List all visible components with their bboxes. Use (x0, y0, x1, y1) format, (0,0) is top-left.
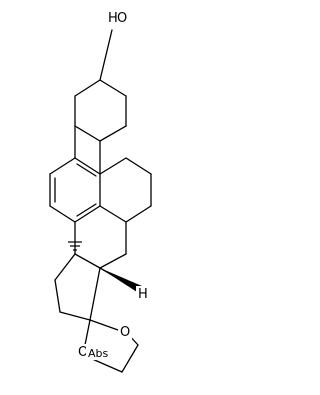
bond (74, 79, 101, 97)
label-background (86, 346, 112, 360)
dashed-wedge (68, 241, 82, 251)
bond (99, 157, 127, 175)
bond (99, 205, 127, 223)
ring-oxygen-left-label: O (78, 345, 88, 360)
bond (125, 205, 152, 223)
bond (54, 253, 76, 281)
methyl-label: H (138, 287, 148, 302)
hydroxyl-o-label: O (117, 11, 127, 26)
bond (99, 125, 127, 142)
bond (74, 125, 101, 142)
wedge-bond (100, 268, 142, 294)
bond (89, 357, 123, 373)
bond (54, 279, 61, 313)
bond (99, 79, 127, 97)
bond (76, 203, 97, 217)
bond (49, 205, 76, 223)
bond (99, 253, 127, 269)
bond (74, 157, 101, 175)
hydroxyl-h-label: H (108, 11, 118, 26)
bond (89, 319, 119, 331)
stereo-flag-label: Abs (88, 347, 109, 360)
bond-layer (49, 29, 152, 373)
chemical-structure: H O O O H Abs (49, 10, 152, 373)
bond (74, 253, 101, 269)
label-background (118, 324, 132, 340)
label-background (106, 10, 128, 26)
bond (74, 205, 101, 223)
label-background (136, 286, 148, 302)
label-layer: H O O O H Abs (76, 10, 148, 360)
bond (59, 311, 91, 321)
bond (76, 163, 97, 177)
bond (99, 29, 113, 81)
bond (89, 267, 101, 321)
bond (49, 157, 76, 175)
bond (121, 344, 139, 373)
ring-oxygen-right-label: O (120, 325, 130, 340)
bond (125, 157, 152, 175)
